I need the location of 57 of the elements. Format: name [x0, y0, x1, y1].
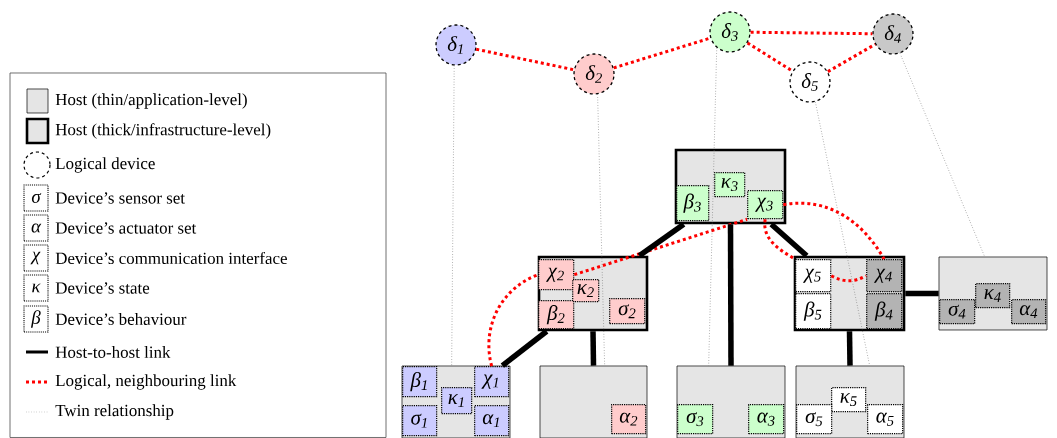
- twin-line: [708, 47, 718, 366]
- component-box: σ$_{4}$: [939, 299, 976, 325]
- legend-label: Logical device: [55, 157, 155, 173]
- component-box: χ$_{4}$: [866, 259, 903, 293]
- host-link: [500, 329, 549, 368]
- logical-link: [475, 47, 575, 72]
- component-box: σ$_{5}$: [796, 404, 833, 435]
- component-box: α$_{2}$: [611, 404, 647, 435]
- component-box: σ$_{1}$: [402, 405, 438, 437]
- component-box: χ$_{2}$: [538, 259, 575, 291]
- component-box: κ$_{1}$: [441, 387, 473, 415]
- legend-label: Host (thick/infrastructure-level): [55, 123, 271, 139]
- legend-label: Twin relationship: [55, 404, 174, 420]
- logical-link: [487, 273, 539, 367]
- host-link: [769, 222, 809, 258]
- host-link: [637, 222, 686, 258]
- twin-line: [815, 101, 870, 366]
- component-box: α$_{5}$: [867, 404, 904, 435]
- component-box: β$_{1}$: [402, 366, 438, 398]
- logical-link: [750, 30, 873, 36]
- logical-link: [783, 201, 886, 260]
- logical-link: [827, 43, 876, 73]
- twin-line: [899, 53, 985, 257]
- component-box: β$_{3}$: [676, 185, 710, 222]
- component-box: σ$_{2}$: [609, 298, 646, 325]
- legend-label: Device’s state: [55, 282, 150, 294]
- component-box: κ$_{2}$: [572, 279, 600, 303]
- component-box: χ$_{5}$: [795, 259, 832, 293]
- logical-link: [763, 219, 796, 261]
- component-box: κ$_{3}$: [714, 172, 746, 198]
- legend-label: Device’s communication interface: [55, 251, 287, 265]
- component-box: χ$_{3}$: [747, 190, 784, 220]
- component-box: σ$_{3}$: [677, 404, 714, 435]
- component-box: κ$_{4}$: [975, 283, 1011, 309]
- logical-link: [613, 36, 711, 70]
- host-link: [590, 331, 597, 366]
- component-box: α$_{3}$: [748, 404, 785, 435]
- legend-label: Device’s actuator set: [55, 222, 197, 234]
- twin-line: [451, 65, 455, 366]
- legend-label: Host-to-host link: [55, 346, 171, 358]
- component-box: κ$_{5}$: [831, 387, 867, 413]
- logical-link: [746, 41, 794, 73]
- component-box: β$_{5}$: [795, 293, 832, 330]
- logical-link: [830, 274, 867, 283]
- component-box: β$_{4}$: [866, 293, 903, 330]
- component-box: α$_{4}$: [1011, 299, 1047, 325]
- host-link: [905, 290, 939, 297]
- host-link: [727, 224, 734, 366]
- component-box: β$_{2}$: [538, 300, 575, 330]
- twin-line: [597, 94, 605, 366]
- legend-label: Logical, neighbouring link: [55, 374, 237, 390]
- legend-label: Device’s sensor set: [55, 192, 185, 204]
- legend-label: Device’s behaviour: [55, 313, 187, 325]
- legend-label: Host (thin/application-level): [55, 93, 247, 109]
- component-box: χ$_{1}$: [474, 366, 510, 398]
- host-link: [846, 331, 853, 366]
- component-box: α$_{1}$: [474, 405, 510, 437]
